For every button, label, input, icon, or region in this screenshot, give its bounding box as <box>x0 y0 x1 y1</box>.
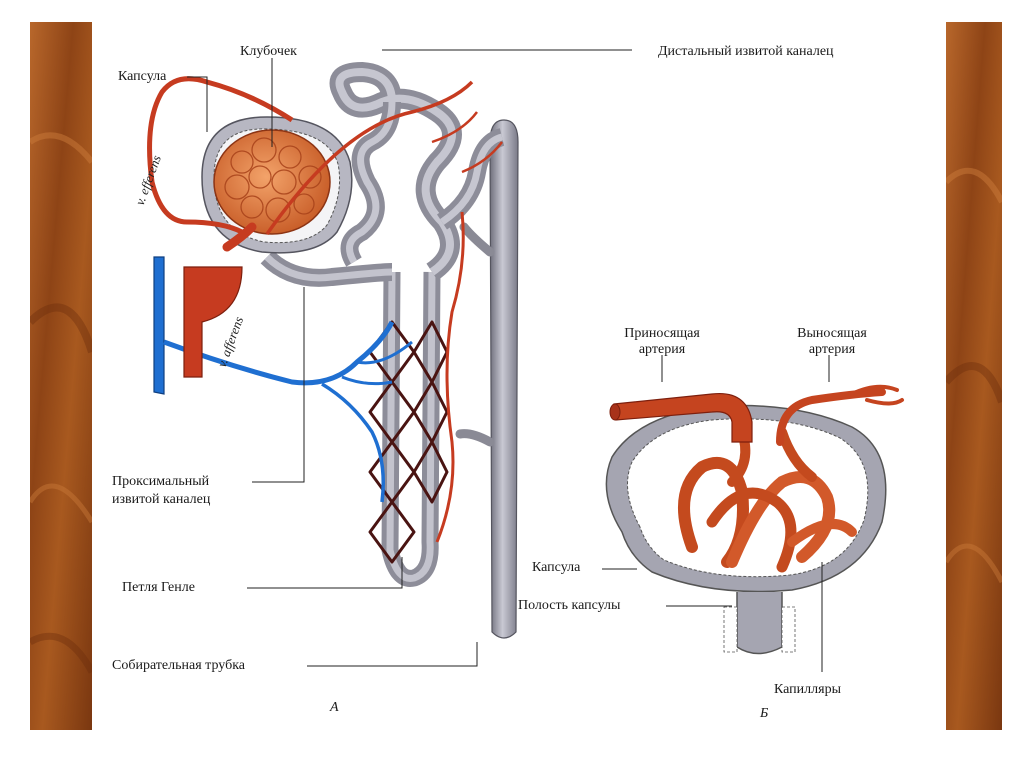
label-capsule-cavity: Полость капсулы <box>518 598 621 613</box>
nephron-illustration <box>147 49 904 672</box>
nephron-figure: Клубочек Дистальный извитой каналец Капс… <box>92 22 946 730</box>
label-efferent-artery-line1: Выносящая <box>797 326 867 341</box>
label-collecting-duct: Собирательная трубка <box>112 658 245 673</box>
label-proximal-tubule-line1: Проксимальный <box>112 474 210 489</box>
vein <box>153 256 413 503</box>
collecting-duct <box>455 119 519 639</box>
afferent-artery-b <box>609 392 753 443</box>
label-capsule-b: Капсула <box>532 560 581 575</box>
leader-lines-a <box>187 49 632 667</box>
afferent-vessel <box>183 222 257 378</box>
efferent-vessel <box>147 76 474 236</box>
efferent-artery-b <box>776 384 904 446</box>
right-decor-panel <box>942 22 1008 730</box>
label-loop-of-henle: Петля Генле <box>122 580 195 595</box>
label-capillaries: Капилляры <box>774 682 841 697</box>
loop-of-henle <box>381 271 441 587</box>
left-decor-panel <box>27 22 96 730</box>
leader-lines-b <box>602 355 830 672</box>
panel-label-b: Б <box>760 706 769 721</box>
glomerulus <box>213 129 331 235</box>
panel-label-a: А <box>330 700 339 715</box>
label-afferent-artery-line2: артерия <box>638 342 686 357</box>
label-proximal-tubule-line2: извитой каналец <box>112 492 211 507</box>
proximal-tubule <box>260 250 393 287</box>
peritubular-capillaries <box>368 111 503 564</box>
label-capsule-a: Капсула <box>118 69 167 84</box>
label-afferent-artery-line1: Приносящая <box>624 326 700 341</box>
label-distal-tubule: Дистальный извитой каналец <box>658 44 834 59</box>
label-efferent-artery-line2: артерия <box>808 342 856 357</box>
distal-convoluted-tubule <box>329 61 505 281</box>
label-glomerulus: Клубочек <box>240 44 297 59</box>
